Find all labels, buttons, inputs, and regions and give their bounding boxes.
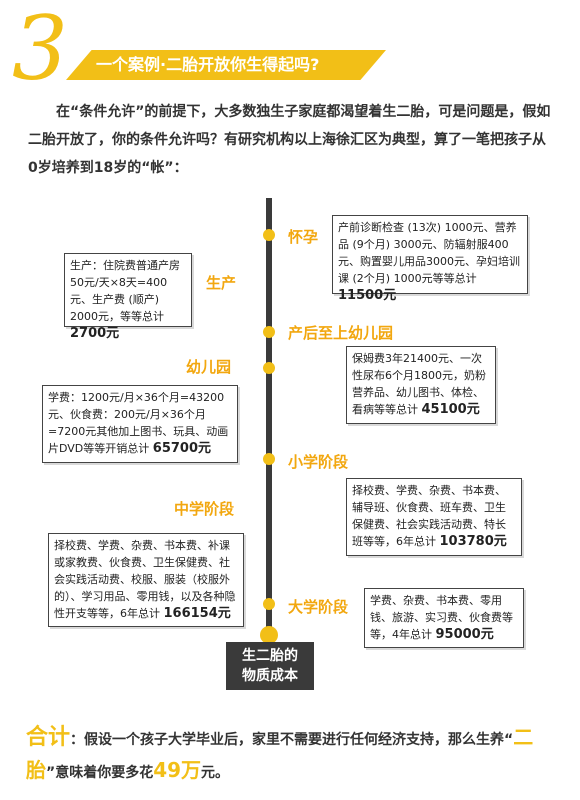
stage-label-middle: 中学阶段 [174,500,235,518]
detail-total: 166154元 [163,606,231,621]
summary-part1: ：假设一个孩子大学毕业后，家里不需要进行任何经济支持，那么生养“ [70,732,514,748]
detail-total: 11500元 [338,288,397,303]
detail-text: 产前诊断检查 (13次) 1000元、营养品 (9个月) 3000元、防辐射服4… [338,221,520,285]
stage-label-kindergarten: 幼儿园 [186,358,232,376]
stage-label-birth: 生产 [206,274,237,292]
detail-box-kindergarten: 学费：1200元/月×36个月=43200元、伙食费：200元/月×36个月=7… [42,385,238,463]
timeline-dot-pregnancy [263,229,275,241]
summary-amount: 49万 [153,758,202,782]
detail-text: 生产：住院费普通产房50元/天×8天=400元、生产费 (顺产) 2000元，等… [70,259,180,323]
material-cost-label: 生二胎的 物质成本 [226,642,314,690]
detail-box-birth: 生产：住院费普通产房50元/天×8天=400元、生产费 (顺产) 2000元，等… [64,253,192,341]
summary-part3: 元。 [201,765,230,781]
stage-label-primary: 小学阶段 [288,453,349,471]
summary-paragraph: 合计：假设一个孩子大学毕业后，家里不需要进行任何经济支持，那么生养“二胎”意味着… [26,722,556,788]
detail-box-middle: 择校费、学费、杂费、书本费、补课或家教费、伙食费、卫生保健费、社会实践活动费、校… [48,533,244,627]
timeline-end-dot [260,626,278,644]
detail-total: 2700元 [70,326,120,341]
detail-text: 学费：1200元/月×36个月=43200元、伙食费：200元/月×36个月=7… [48,391,229,455]
stage-label-pregnancy: 怀孕 [288,228,319,246]
detail-total: 45100元 [421,402,480,417]
intro-text: 在“条件允许”的前提下，大多数独生子家庭都渴望着生二胎，可是问题是，假如二胎开放… [28,104,551,176]
cost-label-line1: 生二胎的 [242,648,298,664]
stage-label-university: 大学阶段 [288,598,349,616]
timeline-dot-postpartum [263,326,275,338]
section-number: 3 [12,0,68,100]
detail-text: 择校费、学费、杂费、书本费、辅导班、伙食费、班车费、卫生保健费、社会实践活动费、… [352,484,506,548]
detail-text: 学费、杂费、书本费、零用钱、旅游、实习费、伙食费等等，4年总计 [370,594,513,641]
detail-box-postpartum: 保姆费3年21400元、一次性尿布6个月1800元，奶粉营养品、幼儿图书、体检、… [346,346,496,424]
detail-box-pregnancy: 产前诊断检查 (13次) 1000元、营养品 (9个月) 3000元、防辐射服4… [332,215,528,303]
timeline-dot-primary [263,453,275,465]
detail-total: 103780元 [439,534,507,549]
intro-paragraph: 在“条件允许”的前提下，大多数独生子家庭都渴望着生二胎，可是问题是，假如二胎开放… [28,98,552,182]
detail-box-university: 学费、杂费、书本费、零用钱、旅游、实习费、伙食费等等，4年总计 95000元 [364,588,524,648]
timeline-axis [266,198,272,634]
detail-total: 95000元 [435,627,494,642]
detail-box-primary: 择校费、学费、杂费、书本费、辅导班、伙食费、班车费、卫生保健费、社会实践活动费、… [346,478,522,556]
summary-highlight: 二胎 [26,725,534,782]
summary-part2: ”意味着你要多花 [46,765,154,781]
summary-lead: 合计 [26,725,71,750]
section-banner: 一个案例·二胎开放你生得起吗? [66,50,386,80]
timeline-dot-university [263,598,275,610]
detail-text: 择校费、学费、杂费、书本费、补课或家教费、伙食费、卫生保健费、社会实践活动费、校… [54,539,236,620]
cost-label-line2: 物质成本 [242,668,298,684]
detail-total: 65700元 [152,441,212,456]
stage-label-postpartum: 产后至上幼儿园 [288,324,394,342]
detail-text: 保姆费3年21400元、一次性尿布6个月1800元，奶粉营养品、幼儿图书、体检、… [352,352,486,416]
timeline-dot-kindergarten [263,362,275,374]
